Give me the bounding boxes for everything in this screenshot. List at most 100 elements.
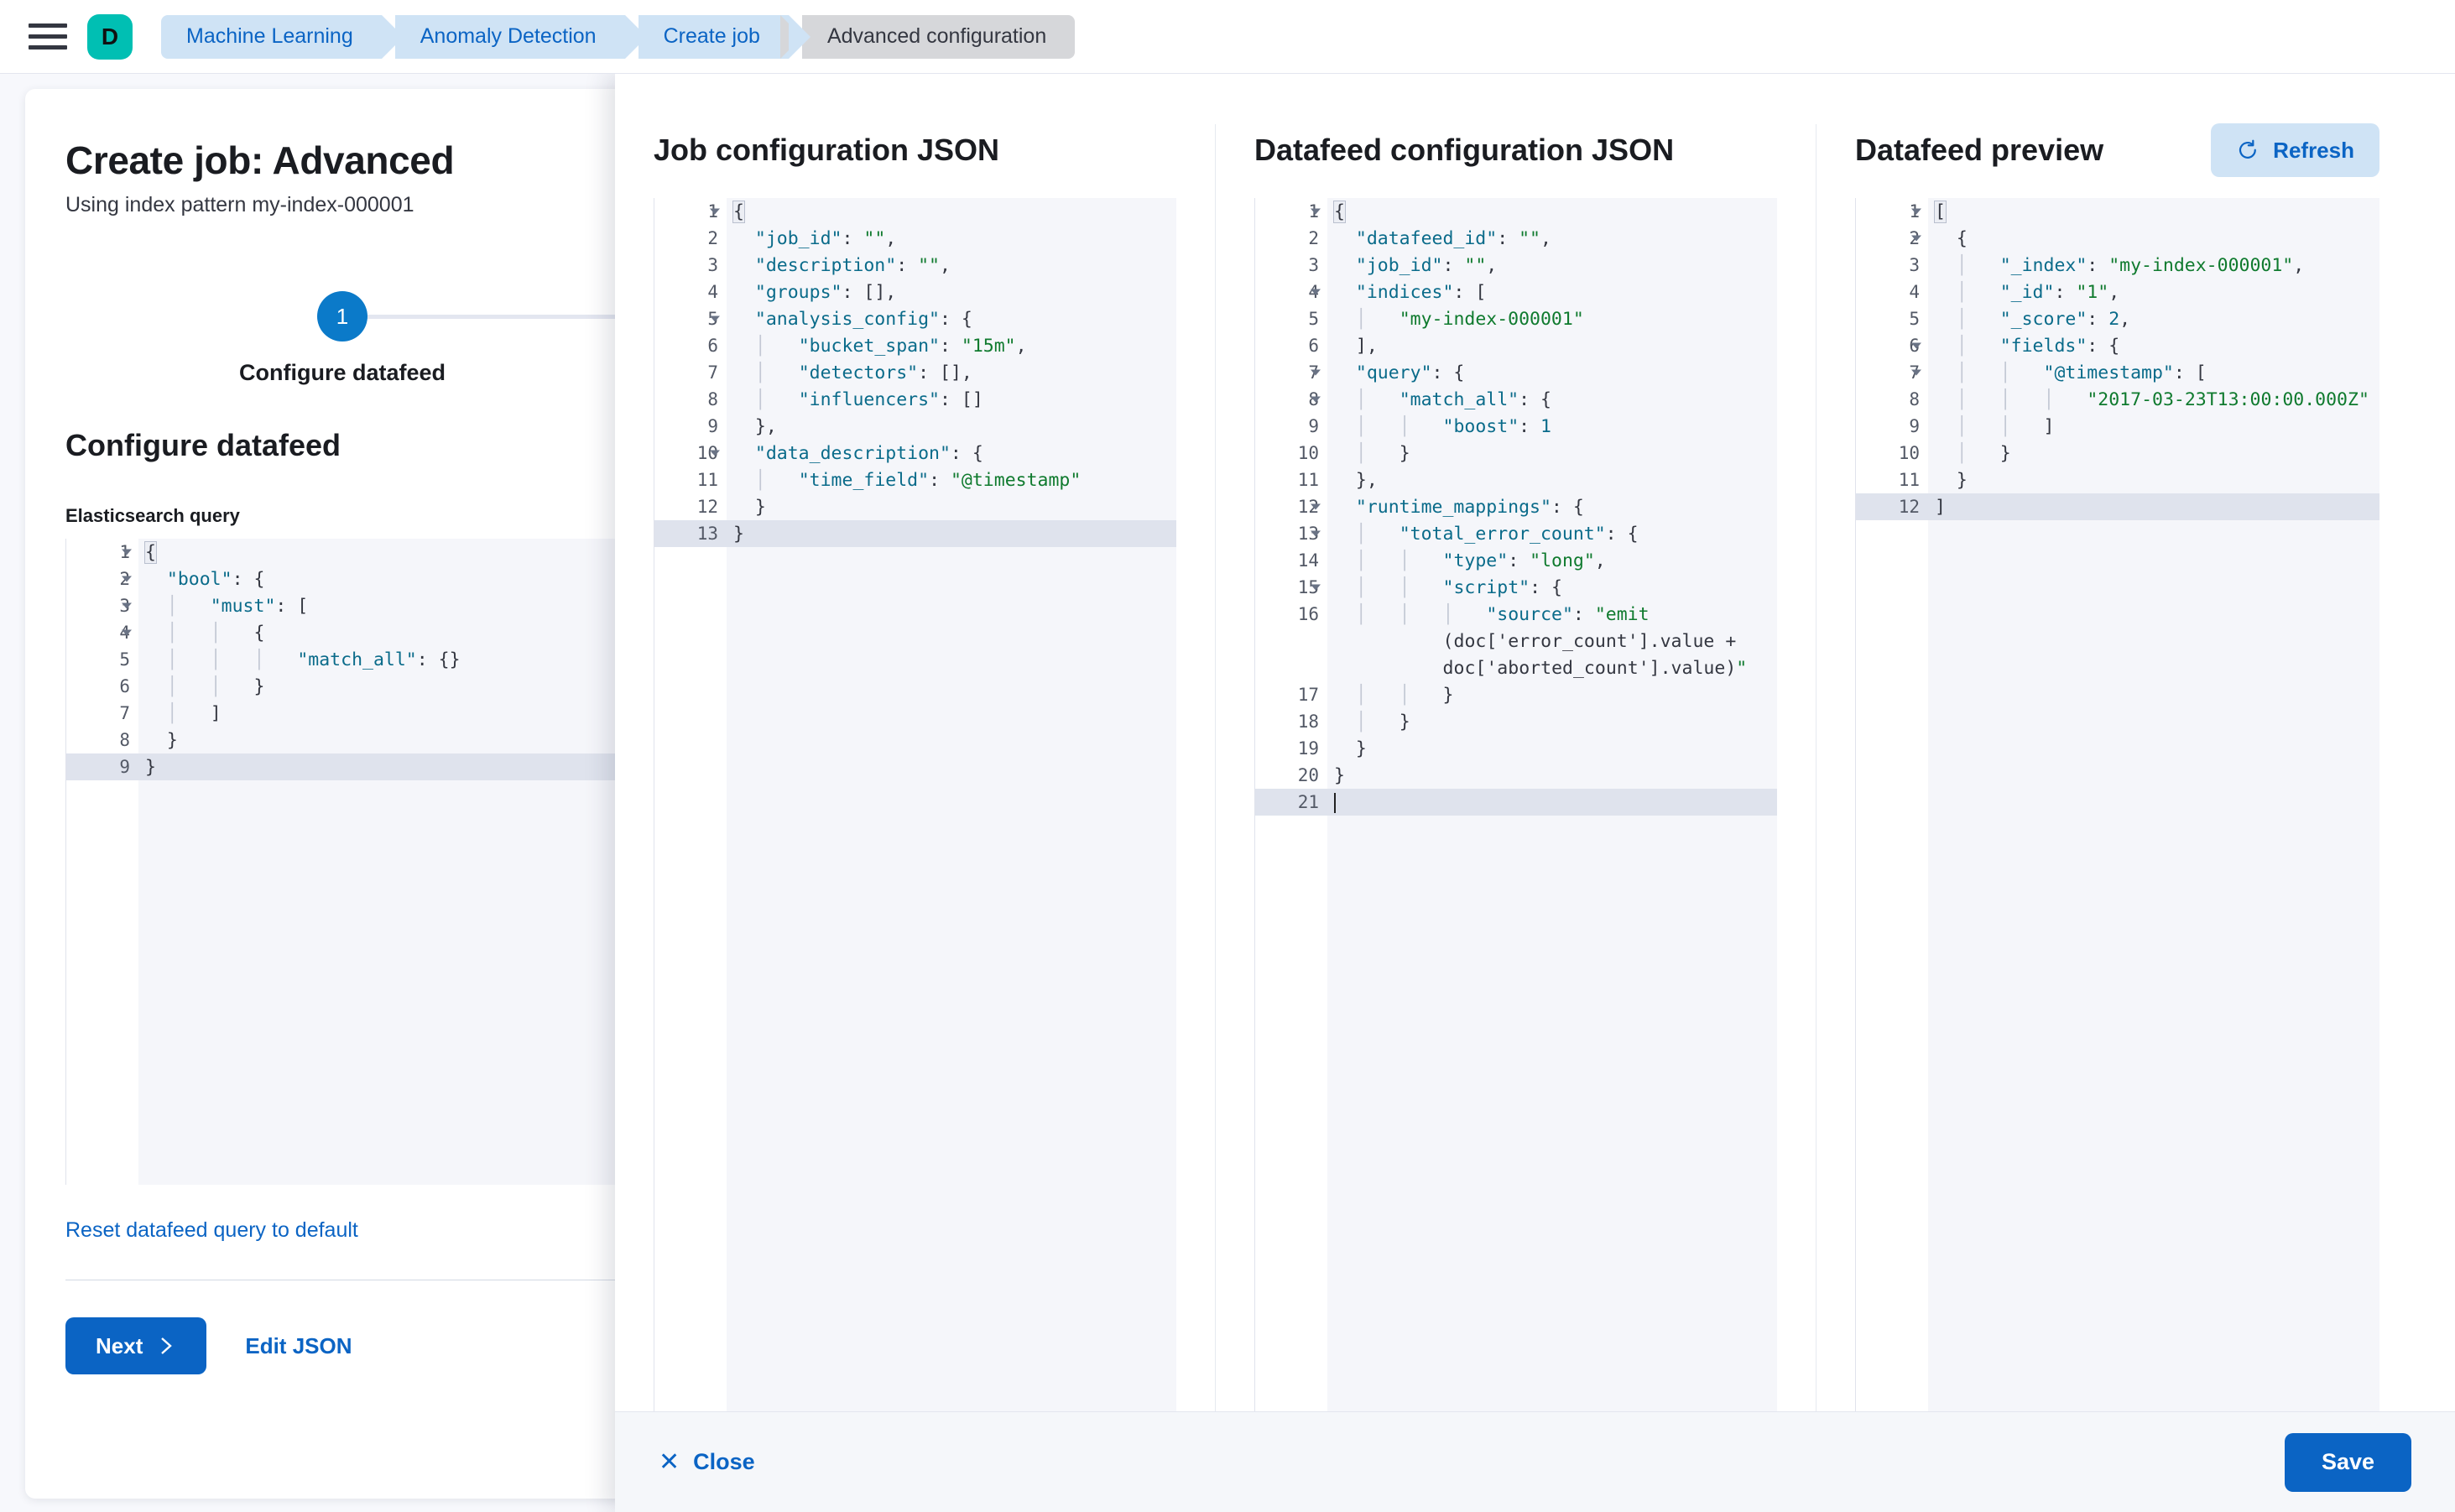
editor-line[interactable]: 21 [1255, 789, 1777, 816]
editor-line[interactable]: 15 │ │ "script": { [1255, 574, 1777, 601]
editor-line[interactable]: 9 │ │ "boost": 1 [1255, 413, 1777, 440]
job-configuration-json-editor[interactable]: 1{2 "job_id": "",3 "description": "",4 "… [654, 198, 1176, 1411]
code-text: "indices": [ [1355, 281, 1487, 303]
editor-line[interactable]: 5 │ │ │ "match_all": {} [66, 646, 653, 673]
fold-toggle-icon[interactable] [1311, 503, 1321, 510]
editor-line[interactable]: 5 "analysis_config": { [654, 305, 1176, 332]
editor-line[interactable]: 11 } [1856, 467, 2379, 493]
fold-toggle-icon[interactable] [710, 208, 720, 215]
editor-line[interactable]: 14 │ │ "type": "long", [1255, 547, 1777, 574]
editor-gutter[interactable] [654, 198, 727, 1411]
editor-line[interactable]: 6 │ │ } [66, 673, 653, 700]
editor-line[interactable]: 10 │ } [1255, 440, 1777, 467]
editor-line[interactable]: 7 │ │ "@timestamp": [ [1856, 359, 2379, 386]
fold-toggle-icon[interactable] [122, 602, 132, 609]
refresh-button[interactable]: Refresh [2211, 123, 2379, 177]
editor-line[interactable]: 13} [654, 520, 1176, 547]
app-logo[interactable]: D [87, 13, 133, 60]
next-button[interactable]: Next [65, 1317, 207, 1374]
edit-json-button[interactable]: Edit JSON [245, 1332, 352, 1358]
editor-line[interactable]: 2 { [1856, 225, 2379, 252]
editor-line[interactable]: 11 │ "time_field": "@timestamp" [654, 467, 1176, 493]
breadcrumb-item-anomaly-detection[interactable]: Anomaly Detection [394, 14, 647, 59]
fold-toggle-icon[interactable] [1911, 342, 1921, 349]
editor-line[interactable]: 3 │ "_index": "my-index-000001", [1856, 252, 2379, 279]
close-button[interactable]: ✕ Close [659, 1449, 755, 1475]
editor-line[interactable]: 6 │ "fields": { [1856, 332, 2379, 359]
fold-toggle-icon[interactable] [122, 629, 132, 636]
datafeed-preview-json-editor[interactable]: 1[2 {3 │ "_index": "my-index-000001",4 │… [1855, 198, 2379, 1411]
editor-gutter[interactable] [1856, 198, 1928, 1411]
editor-line[interactable]: 17 │ │ } [1255, 681, 1777, 708]
editor-line[interactable]: 4 "groups": [], [654, 279, 1176, 305]
fold-toggle-icon[interactable] [122, 576, 132, 582]
editor-line[interactable]: 20} [1255, 762, 1777, 789]
editor-line[interactable]: 9 }, [654, 413, 1176, 440]
breadcrumb-item-create-job[interactable]: Create job [638, 14, 811, 59]
editor-line[interactable]: 6 ], [1255, 332, 1777, 359]
editor-line[interactable]: 13 │ "total_error_count": { [1255, 520, 1777, 547]
editor-line[interactable]: 2 "job_id": "", [654, 225, 1176, 252]
editor-line[interactable]: 1{ [66, 539, 653, 566]
editor-line[interactable]: 1[ [1856, 198, 2379, 225]
code-text: │ │ } [166, 675, 265, 697]
editor-line[interactable]: 12 "runtime_mappings": { [1255, 493, 1777, 520]
editor-line[interactable]: 10 │ } [1856, 440, 2379, 467]
step-number: 1 [336, 303, 349, 329]
save-button[interactable]: Save [2284, 1432, 2411, 1492]
editor-line[interactable]: (doc['error_count'].value + [1255, 628, 1777, 654]
editor-line[interactable]: 19 } [1255, 735, 1777, 762]
editor-line[interactable]: 2 "bool": { [66, 566, 653, 592]
editor-line[interactable]: 1{ [1255, 198, 1777, 225]
editor-line[interactable]: 7 │ ] [66, 700, 653, 727]
fold-toggle-icon[interactable] [1311, 396, 1321, 403]
editor-line[interactable]: 12] [1856, 493, 2379, 520]
editor-line[interactable]: 8 │ │ │ "2017-03-23T13:00:00.000Z" [1856, 386, 2379, 413]
elasticsearch-query-editor[interactable]: 1{2 "bool": {3 │ "must": [4 │ │ {5 │ │ │… [65, 539, 653, 1185]
editor-line[interactable]: 7 │ "detectors": [], [654, 359, 1176, 386]
editor-line[interactable]: 9} [66, 753, 653, 780]
editor-line[interactable]: 4 "indices": [ [1255, 279, 1777, 305]
fold-toggle-icon[interactable] [1311, 289, 1321, 295]
editor-line[interactable]: 8 │ "influencers": [] [654, 386, 1176, 413]
code-text: │ │ ] [1956, 415, 2055, 437]
fold-toggle-icon[interactable] [1911, 208, 1921, 215]
fold-toggle-icon[interactable] [1311, 208, 1321, 215]
editor-line[interactable]: 11 }, [1255, 467, 1777, 493]
editor-line[interactable]: 6 │ "bucket_span": "15m", [654, 332, 1176, 359]
editor-line[interactable]: doc['aborted_count'].value)" [1255, 654, 1777, 681]
editor-line[interactable]: 9 │ │ ] [1856, 413, 2379, 440]
reset-datafeed-query-link[interactable]: Reset datafeed query to default [65, 1218, 358, 1242]
hamburger-icon[interactable] [29, 18, 67, 55]
fold-toggle-icon[interactable] [1911, 369, 1921, 376]
editor-line[interactable]: 18 │ } [1255, 708, 1777, 735]
fold-toggle-icon[interactable] [710, 450, 720, 456]
editor-line[interactable]: 4 │ │ { [66, 619, 653, 646]
editor-line[interactable]: 8 │ "match_all": { [1255, 386, 1777, 413]
editor-line[interactable]: 2 "datafeed_id": "", [1255, 225, 1777, 252]
editor-line[interactable]: 3 "description": "", [654, 252, 1176, 279]
fold-toggle-icon[interactable] [1911, 235, 1921, 242]
fold-toggle-icon[interactable] [122, 549, 132, 555]
editor-line[interactable]: 1{ [654, 198, 1176, 225]
editor-line[interactable]: 5 │ "my-index-000001" [1255, 305, 1777, 332]
fold-toggle-icon[interactable] [1311, 530, 1321, 537]
fold-toggle-icon[interactable] [1311, 584, 1321, 591]
editor-line[interactable]: 7 "query": { [1255, 359, 1777, 386]
editor-line[interactable]: 5 │ "_score": 2, [1856, 305, 2379, 332]
editor-line[interactable]: 8 } [66, 727, 653, 753]
editor-gutter[interactable] [66, 539, 138, 1185]
breadcrumb-item-advanced-configuration[interactable]: Advanced configuration [779, 14, 1076, 59]
editor-line[interactable]: 3 │ "must": [ [66, 592, 653, 619]
step-indicator-1[interactable]: 1 [317, 291, 367, 342]
editor-line[interactable]: 16 │ │ │ "source": "emit [1255, 601, 1777, 628]
datafeed-configuration-json-editor[interactable]: 1{2 "datafeed_id": "",3 "job_id": "",4 "… [1254, 198, 1777, 1411]
editor-line[interactable]: 4 │ "_id": "1", [1856, 279, 2379, 305]
editor-line[interactable]: 10 "data_description": { [654, 440, 1176, 467]
fold-toggle-icon[interactable] [1311, 369, 1321, 376]
breadcrumb-item-machine-learning[interactable]: Machine Learning [161, 14, 404, 59]
code-text: │ "time_field": "@timestamp" [754, 469, 1082, 491]
editor-line[interactable]: 12 } [654, 493, 1176, 520]
fold-toggle-icon[interactable] [710, 315, 720, 322]
editor-line[interactable]: 3 "job_id": "", [1255, 252, 1777, 279]
